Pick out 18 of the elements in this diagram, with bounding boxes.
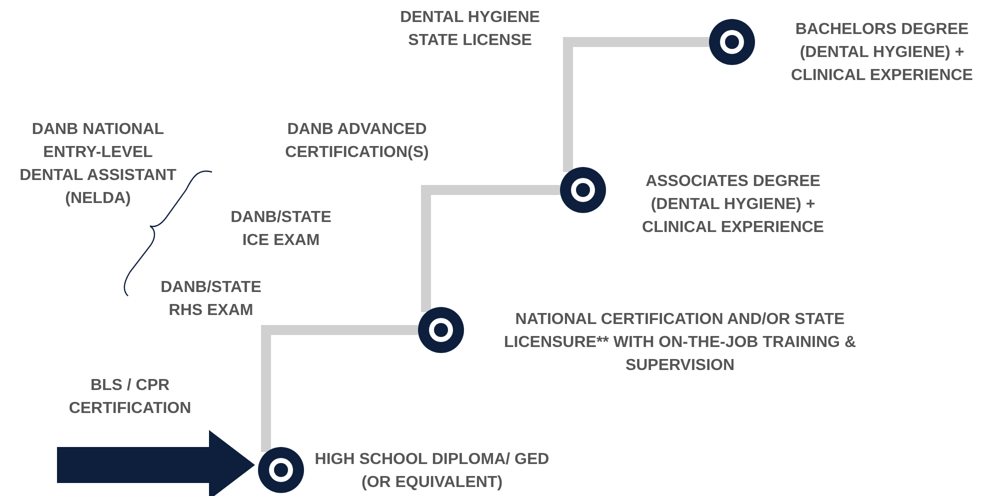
milestone-circle: [560, 167, 606, 213]
milestone-label: HIGH SCHOOL DIPLOMA/ GED (OR EQUIVALENT): [314, 450, 550, 493]
milestone-circle: [258, 447, 304, 493]
milestone-label: NATIONAL CERTIFICATION AND/OR STATE LICENSURE** WITH ON-THE-JOB TRAINING & SUPERVISION: [503, 310, 857, 376]
milestone-label: BACHELORS DEGREE (DENTAL HYGIENE) + CLINICAL EXPERIENCE: [790, 20, 974, 86]
milestone-label: ASSOCIATES DEGREE (DENTAL HYGIENE) + CLINICAL EXPERIENCE: [641, 172, 825, 238]
connector-line: [421, 185, 560, 312]
connector-line: [261, 325, 418, 452]
milestone-circle: [709, 19, 755, 65]
edge-label: DANB ADVANCED CERTIFICATION(S): [284, 120, 430, 163]
edge-label: BLS / CPR CERTIFICATION: [68, 376, 192, 419]
connector-line: [563, 37, 709, 172]
step-label: DANB/STATE ICE EXAM: [230, 208, 332, 251]
edge-label: DENTAL HYGIENE STATE LICENSE: [399, 8, 541, 51]
step-label: DANB/STATE RHS EXAM: [160, 278, 262, 321]
milestone-circle: [418, 307, 464, 353]
step-label: DANB NATIONAL ENTRY-LEVEL DENTAL ASSISTANT (NELDA): [18, 120, 178, 209]
arrow: [57, 430, 255, 496]
